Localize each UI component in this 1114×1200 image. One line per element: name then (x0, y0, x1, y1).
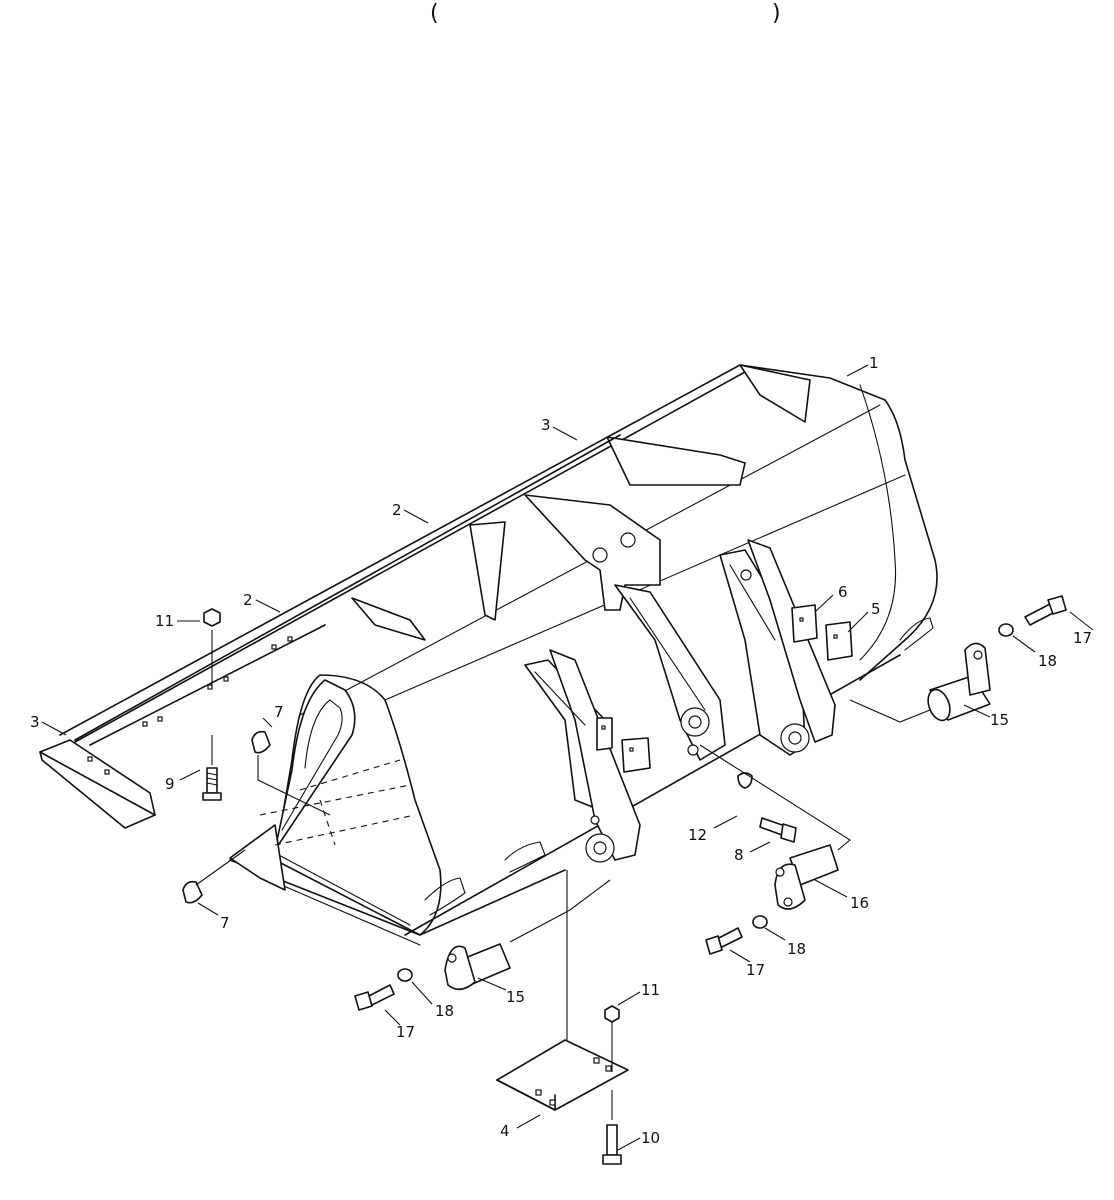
callout-8: 8 (734, 846, 744, 864)
callout-5: 5 (871, 600, 881, 618)
nut-11-lower-shape (604, 1005, 620, 1023)
callout-7-upper: 7 (274, 703, 284, 721)
callout-4: 4 (500, 1122, 510, 1140)
callout-15-lower: 15 (506, 988, 525, 1006)
callout-1: 1 (869, 354, 879, 372)
left-fasteners (202, 608, 222, 801)
callout-17-lower: 17 (396, 1023, 415, 1041)
callout-18-lower: 18 (435, 1002, 454, 1020)
callout-leaders (41, 364, 1094, 1151)
callout-11-left: 11 (155, 612, 174, 630)
callout-18-right: 18 (1038, 652, 1057, 670)
center-link-brackets (614, 584, 726, 761)
washer-12-shape (737, 772, 753, 789)
plate-4-shape (496, 1039, 629, 1111)
mid-pin-set (699, 744, 851, 955)
callout-15-right: 15 (990, 711, 1009, 729)
callout-7-lower: 7 (220, 914, 230, 932)
callout-18-mid: 18 (787, 940, 806, 958)
header-fragment: ( ) (430, 1, 781, 26)
top-stiffeners (351, 364, 811, 641)
right-link-brackets (719, 539, 853, 756)
callout-16: 16 (850, 894, 869, 912)
callout-6: 6 (838, 583, 848, 601)
callout-9: 9 (165, 775, 175, 793)
washer-18-right-shape (998, 623, 1014, 637)
lower-pin-set (354, 879, 611, 1011)
callout-labels: 1 2 2 3 3 4 5 6 7 7 8 9 10 11 11 12 15 1… (30, 354, 1092, 1147)
lower-plate-set (496, 870, 629, 1165)
callout-3-left: 3 (30, 713, 40, 731)
right-pin-set (849, 595, 1067, 723)
cutting-edge-assembly (39, 434, 621, 829)
washer-18-mid-shape (752, 915, 768, 929)
callout-17-mid: 17 (746, 961, 765, 979)
header-fragment-right: ) (772, 1, 781, 26)
header-fragment-left: ( (430, 1, 439, 26)
caps (182, 730, 331, 904)
nut-11-left-shape (203, 608, 221, 627)
washer-18-lower-shape (397, 968, 413, 982)
cap-7-lower-shape (182, 880, 203, 904)
callout-11-lower: 11 (641, 981, 660, 999)
cap-7-upper-shape (251, 730, 271, 754)
callout-2-left: 2 (243, 591, 253, 609)
left-link-brackets (524, 649, 651, 863)
callout-12: 12 (688, 826, 707, 844)
callout-2-mid: 2 (392, 501, 402, 519)
callout-3-top: 3 (541, 416, 551, 434)
bolt-9-shape (206, 767, 218, 794)
callout-17-right: 17 (1073, 629, 1092, 647)
bolt-10-shape (606, 1124, 618, 1156)
callout-10: 10 (641, 1129, 660, 1147)
